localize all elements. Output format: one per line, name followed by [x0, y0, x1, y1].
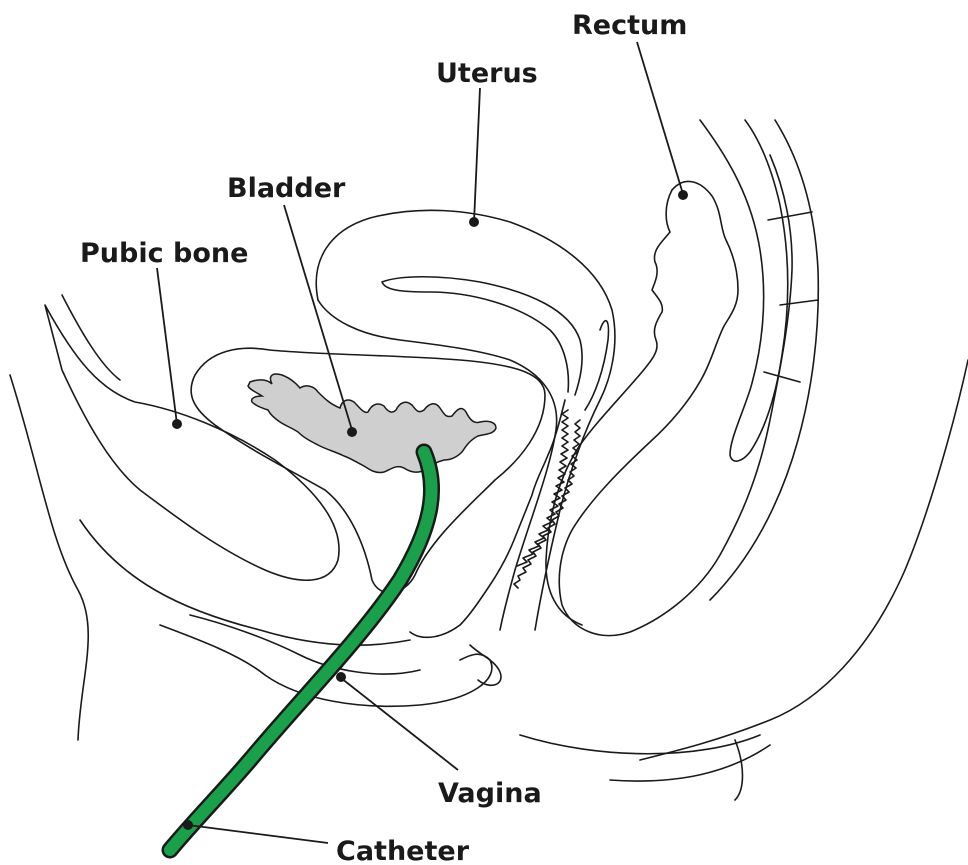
sacrum-segment-3 [764, 372, 800, 382]
leader-dot-bladder [347, 427, 357, 437]
bladder-lumen [248, 374, 496, 473]
sacrum-line [710, 120, 818, 600]
bladder-wall [191, 348, 545, 592]
catheter-tube [170, 452, 432, 850]
buttock-line [520, 735, 760, 754]
body-outline-back [610, 360, 968, 781]
label-pubic-bone: Pubic bone [80, 238, 248, 269]
uterus-cavity [382, 277, 582, 395]
leader-dot-rectum [678, 190, 688, 200]
leader-dot-pubic-bone [172, 419, 182, 429]
pubic-bone-outer [62, 295, 120, 380]
rectum-outer [559, 155, 792, 636]
rectum-wall [700, 120, 788, 461]
leader-dot-vagina [336, 672, 346, 682]
label-bladder: Bladder [227, 173, 346, 204]
label-catheter: Catheter [336, 836, 470, 865]
label-vagina: Vagina [438, 778, 542, 809]
leader-rectum [637, 42, 683, 194]
sacrum-segment-2 [780, 300, 818, 305]
leader-pubic-bone [157, 268, 177, 424]
perineum-inner [190, 615, 420, 674]
thigh-line [735, 740, 743, 800]
catheter-tube-outline [170, 452, 432, 850]
sacrum-segment-1 [768, 212, 812, 220]
uterus-inner-wall [318, 300, 557, 630]
label-uterus: Uterus [436, 58, 538, 89]
uterine-tube [585, 321, 608, 410]
leader-catheter [188, 825, 328, 843]
leader-vagina [341, 678, 458, 770]
pubic-bone-shape [45, 305, 339, 580]
body-outline-front [10, 375, 88, 740]
leader-dot-uterus [469, 217, 479, 227]
label-rectum: Rectum [572, 10, 687, 41]
leader-dot-catheter [183, 820, 193, 830]
rectum-inner-front [546, 190, 672, 625]
posterior-fornix [470, 645, 501, 685]
leader-uterus [474, 88, 480, 222]
